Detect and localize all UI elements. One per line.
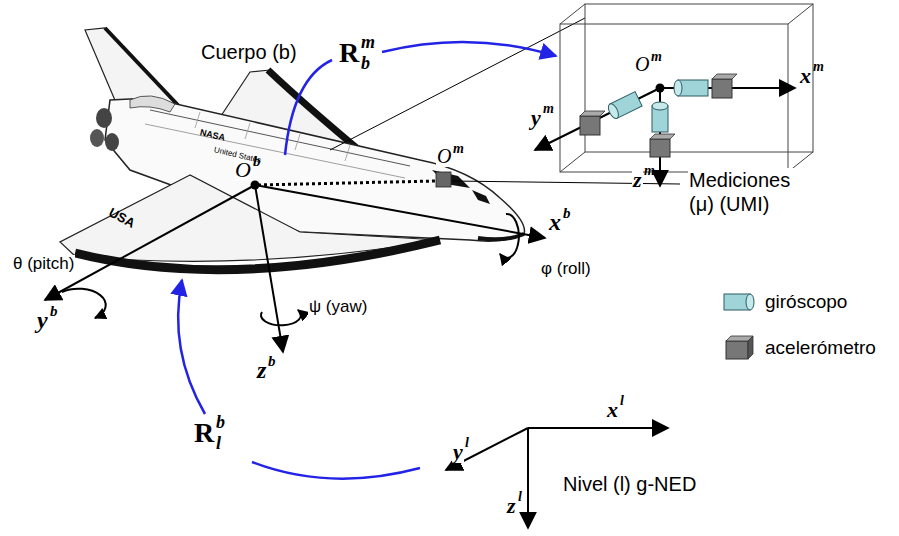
- axis-label: y: [36, 308, 49, 333]
- frame-title: Cuerpo (b): [200, 42, 298, 63]
- legend-icons: [724, 294, 754, 359]
- rotation-label: φ (roll): [540, 260, 592, 278]
- superscript-label: m: [542, 102, 555, 117]
- axis-label: y: [530, 106, 542, 129]
- axis-label: y: [452, 440, 464, 463]
- superscript-label: l: [464, 436, 470, 451]
- rotation-arrows: [178, 42, 556, 479]
- rotation-matrix: R: [338, 38, 360, 67]
- legend-label: giróscopo: [765, 292, 847, 313]
- frame-title: Mediciones (μ) (UMI): [688, 168, 812, 216]
- subscript-label: l: [215, 434, 222, 453]
- subscript-label: b: [360, 54, 371, 73]
- origin-label: O: [634, 54, 650, 75]
- frame-title: Nivel (l) g-NED: [562, 474, 697, 495]
- superscript-label: m: [812, 60, 825, 75]
- rotation-matrix: R: [193, 418, 215, 447]
- rotation-label: ψ (yaw): [308, 298, 368, 316]
- superscript-label: b: [49, 304, 59, 320]
- imu-box: [535, 4, 813, 186]
- axis-label: z: [256, 358, 267, 383]
- axis-label: z: [632, 168, 643, 191]
- axis-label: x: [799, 64, 812, 87]
- legend-label: acelerómetro: [765, 338, 876, 359]
- axis-label: z: [506, 494, 517, 517]
- superscript-label: b: [267, 354, 277, 370]
- shuttle-illustration: [60, 28, 525, 270]
- superscript-label: m: [452, 142, 465, 157]
- superscript-label: b: [562, 206, 572, 222]
- superscript-label: l: [517, 490, 523, 505]
- superscript-label: m: [360, 33, 376, 52]
- superscript-label: b: [215, 413, 226, 432]
- superscript-label: m: [643, 164, 656, 179]
- axis-label: x: [606, 398, 619, 421]
- superscript-label: l: [619, 394, 625, 409]
- origin-label: O: [436, 146, 452, 167]
- rotation-label: θ (pitch): [12, 255, 75, 273]
- axis-label: x: [548, 210, 562, 235]
- superscript-label: m: [650, 50, 663, 65]
